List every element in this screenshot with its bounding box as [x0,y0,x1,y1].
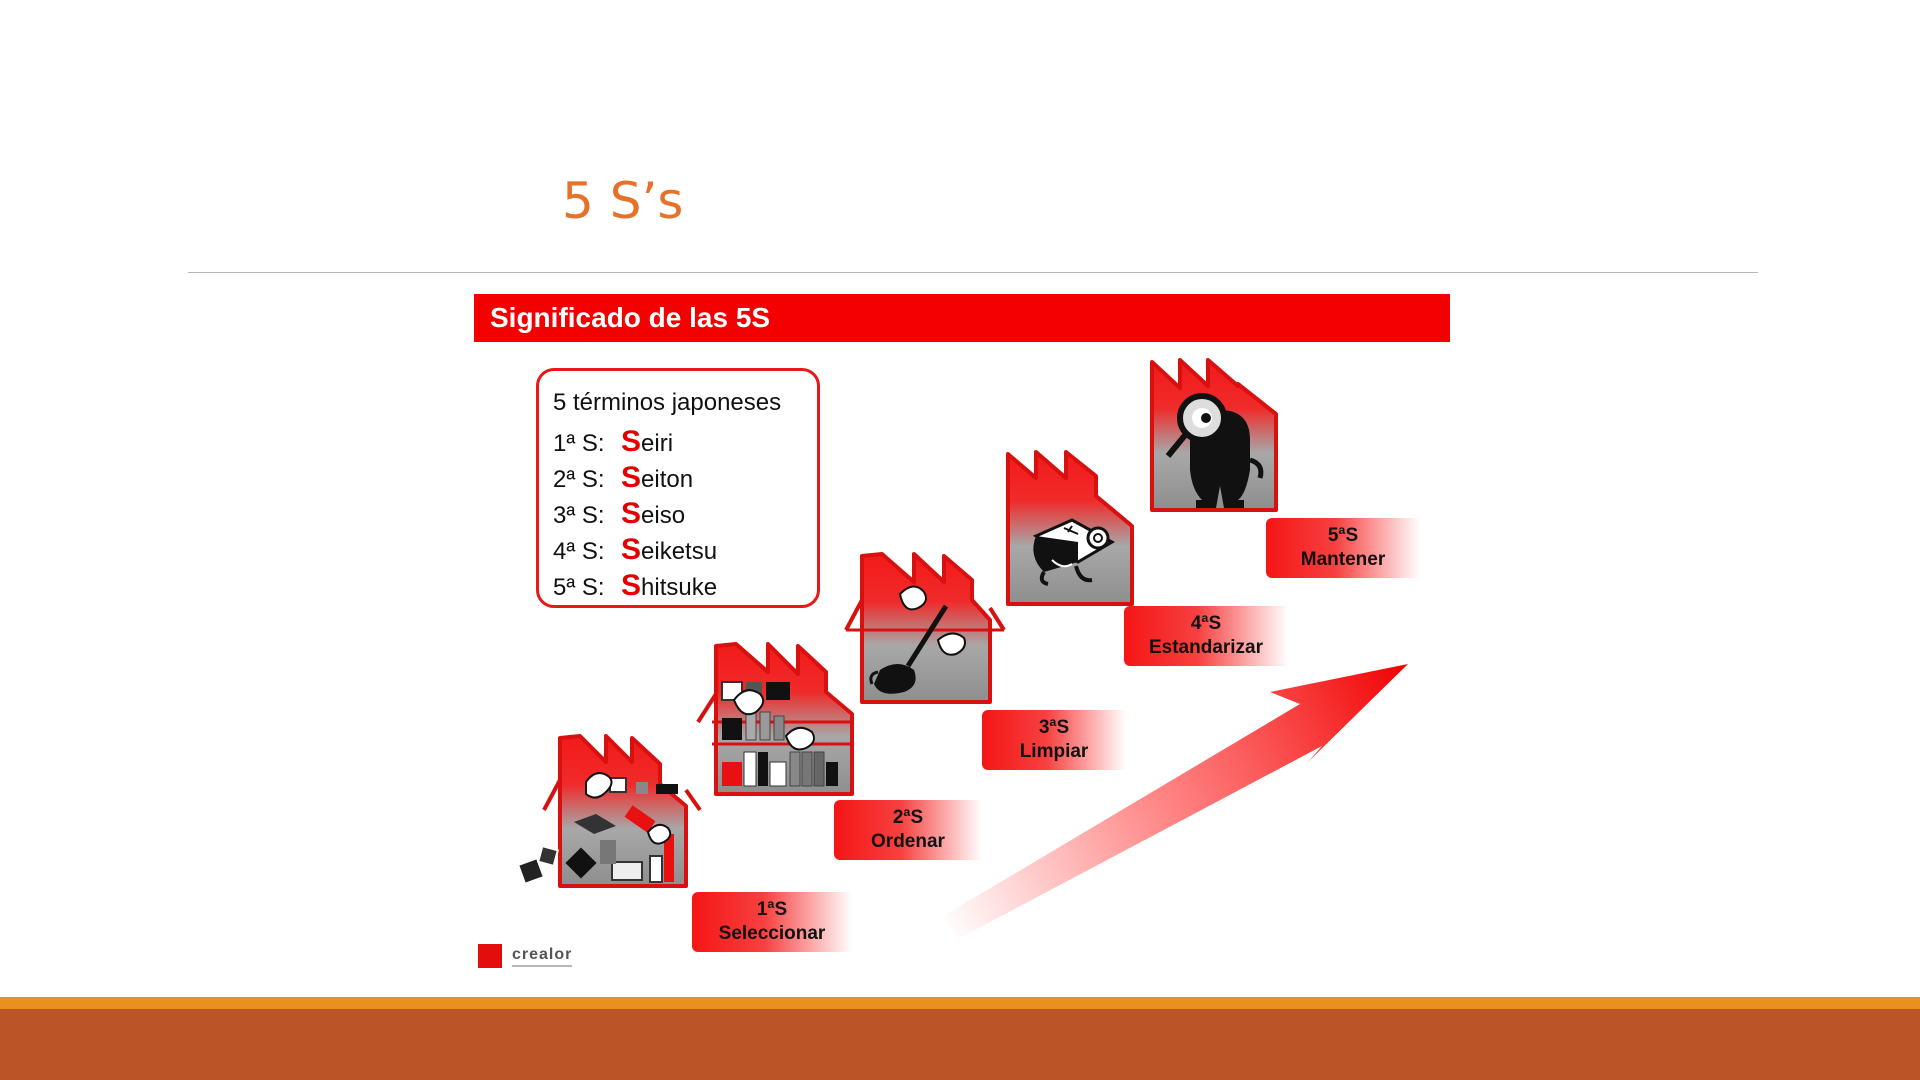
term-number: 3ª S: [553,502,605,529]
step-number: 3ªS [1038,717,1070,738]
term-rest: eiso [641,502,686,529]
step-label-limpiar: 3ªS Limpiar [982,710,1126,770]
term-item: 3ª S: S eiso [553,497,686,530]
term-number: 5ª S: [553,574,605,601]
mop-icon [869,585,966,694]
magnifier-character-icon [1165,393,1264,508]
term-item: 1ª S: S eiri [553,425,674,458]
growth-arrow-icon [940,664,1408,938]
term-initial: S [621,533,642,566]
step-name: Limpiar [1019,741,1089,762]
step-name: Seleccionar [718,923,826,944]
term-initial: S [621,569,642,602]
step-label-mantener: 5ªS Mantener [1266,518,1420,578]
term-item: 2ª S: S eiton [553,461,694,494]
term-item: 4ª S: S eiketsu [553,533,718,566]
terms-heading: 5 términos japoneses [553,389,782,416]
term-number: 1ª S: [553,430,605,457]
term-initial: S [621,425,642,458]
logo-tagline-line [512,965,572,967]
footer-bar [0,1009,1920,1080]
logo-mark-icon [478,944,502,968]
term-number: 2ª S: [553,466,605,493]
term-initial: S [621,461,642,494]
step-number: 1ªS [756,899,788,920]
step-label-ordenar: 2ªS Ordenar [834,800,982,860]
factory-icon [844,552,1006,704]
step-number: 2ªS [892,807,924,828]
term-item: 5ª S: S hitsuke [553,569,718,602]
slide-title: 5 S’s [562,172,684,230]
term-rest: hitsuke [641,574,718,601]
factory-icon [519,734,702,888]
factory-icon [1150,358,1278,512]
banner: Significado de las 5S [474,294,1450,342]
term-initial: S [621,497,642,530]
term-rest: eiton [641,466,694,493]
step-number: 4ªS [1190,613,1222,634]
sorted-shelves-icon [721,681,838,787]
factory-icon [696,642,854,796]
term-rest: eiri [641,430,674,457]
step-name: Estandarizar [1148,637,1264,658]
term-rest: eiketsu [641,538,718,565]
step-name: Ordenar [871,831,945,852]
title-divider [188,272,1758,273]
factory-icon [1006,450,1134,606]
term-number: 4ª S: [553,538,605,565]
step-label-seleccionar: 1ªS Seleccionar [692,892,852,952]
step-number: 5ªS [1327,525,1359,546]
manual-book-icon [1032,518,1116,586]
step-name: Mantener [1300,549,1386,570]
banner-title: Significado de las 5S [490,302,771,333]
step-label-estandarizar: 4ªS Estandarizar [1124,606,1288,666]
logo-text: crealor [512,946,573,963]
japanese-terms-box: 5 términos japoneses 1ª S: S eiri 2ª S: … [536,368,820,608]
footer-accent-bar [0,997,1920,1009]
crealor-logo: crealor [478,944,598,974]
